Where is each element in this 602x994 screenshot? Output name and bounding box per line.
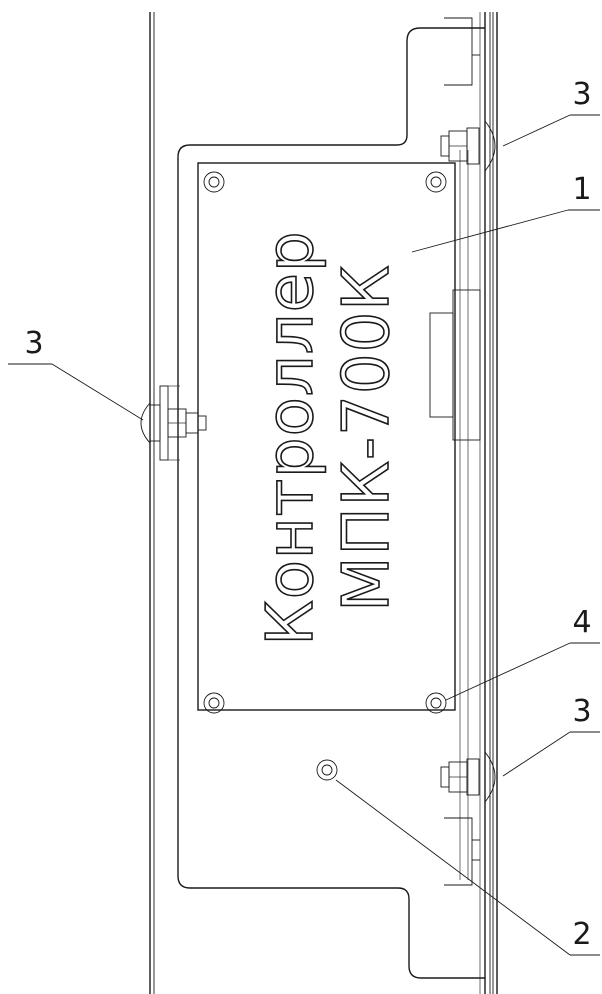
leader-lines [8, 114, 600, 956]
callout-3-top-label: 3 [572, 77, 591, 112]
screw-icon [425, 692, 447, 714]
plate-title: Контроллер МПК-700К [253, 230, 405, 647]
din-rail [429, 150, 481, 880]
screw-icon [203, 692, 225, 714]
mounting-panel [177, 27, 485, 979]
top-bracket [444, 17, 480, 86]
callout-1-label: 1 [572, 172, 591, 207]
callout-2-label: 2 [572, 917, 591, 952]
controller-plate [197, 162, 456, 711]
enclosure-frame [149, 12, 498, 994]
bolt-bottom-icon [440, 751, 496, 803]
screw-icon [203, 171, 225, 193]
bottom-bracket [444, 817, 480, 886]
bolt-top-icon [440, 120, 496, 172]
plate-title-line2: МПК-700К [330, 264, 404, 611]
screw-icon [425, 171, 447, 193]
callout-3-left-label: 3 [24, 326, 43, 361]
callout-labels: 1 2 3 3 3 4 [24, 77, 591, 952]
bolt-left-icon [140, 385, 207, 461]
callout-4-label: 4 [572, 605, 591, 640]
plate-screws [203, 171, 447, 714]
callout-3-bottom-label: 3 [572, 694, 591, 729]
plate-title-line1: Контроллер [254, 230, 328, 645]
ground-stud-icon [316, 759, 338, 781]
